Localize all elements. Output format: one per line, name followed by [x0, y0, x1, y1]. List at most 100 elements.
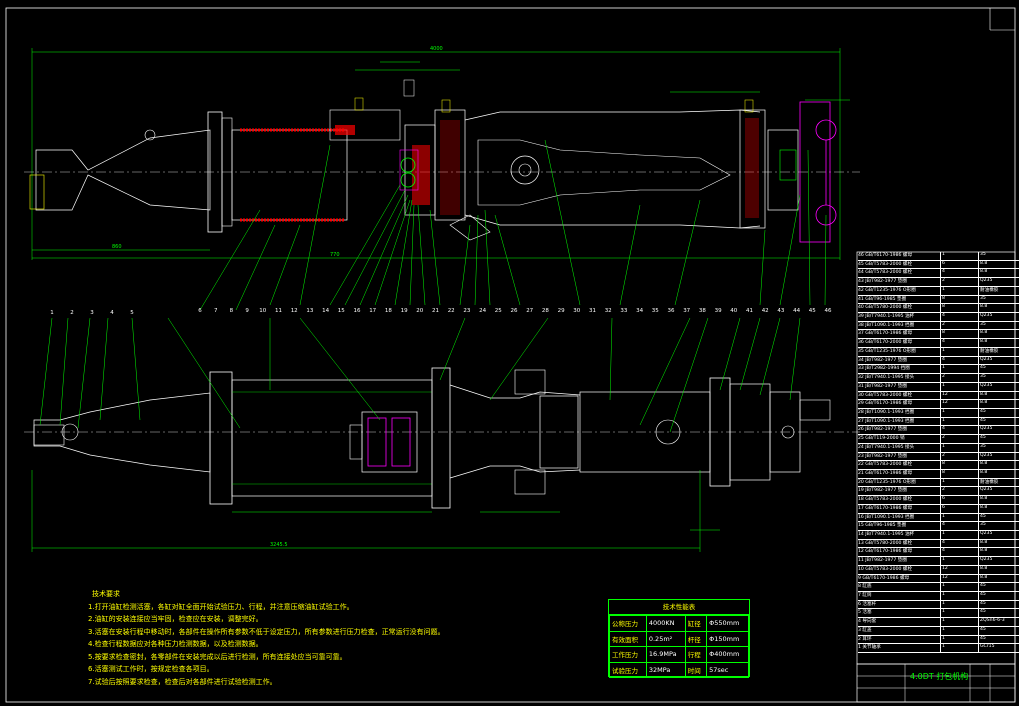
- bom-cell: 14 JB/T7940.1-1995 油杯: [858, 531, 941, 539]
- bom-cell: 1: [941, 618, 979, 626]
- bom-cell: 1: [941, 600, 979, 609]
- bom-cell: 8: [941, 304, 979, 313]
- param-value: 32MPa: [645, 661, 686, 678]
- bom-cell: 12: [941, 565, 979, 574]
- bom-cell: 38 JB/T1090.1-1993 挡圈: [858, 321, 941, 330]
- bom-cell: 35: [980, 443, 986, 449]
- bom-cell: 45: [980, 408, 986, 414]
- bom-cell: 8.8: [980, 504, 988, 510]
- part-label: 32: [605, 308, 612, 314]
- bom-cell: 8.8: [980, 400, 988, 406]
- bom-cell: 15 GB/T96-1985 垫圈: [858, 522, 941, 530]
- param-row: 试验压力 32MPa 时间 57sec: [609, 661, 749, 678]
- bom-cell: 21 GB/T6170-1986 螺母: [858, 469, 941, 478]
- dim-overall-bottom: 3245.5: [270, 542, 288, 548]
- bom-cell: 27 JB/T1090.1-1993 挡圈: [858, 417, 941, 426]
- bom-cell: 1: [941, 478, 979, 487]
- bom-cell: Q235: [980, 382, 993, 388]
- bom-cell: 2: [941, 452, 979, 461]
- bom-cell: 12: [941, 400, 979, 408]
- bom-cell: 2: [941, 487, 979, 496]
- bom-cell: 23 JB/T982-1977 垫圈: [858, 452, 941, 461]
- bom-cell: 6: [941, 504, 979, 513]
- bom-cell: 8.8: [980, 539, 988, 545]
- bom-cell: 29 GB/T6170-1986 螺母: [858, 400, 941, 408]
- part-label: 38: [699, 308, 706, 314]
- bom-cell: Q235: [980, 557, 993, 563]
- part-label: 42: [762, 308, 769, 314]
- bom-cell: 18 GB/T5783-2000 螺栓: [858, 496, 941, 504]
- part-label: 40: [730, 308, 737, 314]
- bom-cell: 2: [941, 278, 979, 286]
- bom-cell: 26 JB/T982-1977 垫圈: [858, 426, 941, 435]
- bom-cell: 8.8: [980, 496, 988, 502]
- param-row: 有效面积 0.25m² 杆径 Φ150mm: [609, 630, 749, 647]
- bom-cell: 35: [980, 522, 986, 528]
- bom-cell: 8.8: [980, 304, 988, 310]
- param-value: 0.25m²: [645, 630, 686, 647]
- bom-cell: 8: [941, 461, 979, 469]
- bom-cell: 25 GB/T119-2000 销: [858, 435, 941, 443]
- bom-cell: Q235: [980, 278, 993, 284]
- part-label: 41: [746, 308, 753, 314]
- bom-cell: 45: [980, 600, 986, 606]
- bom-cell: 4 导向套: [858, 618, 941, 626]
- bom-cell: 45: [980, 365, 986, 371]
- bom-cell: 45: [980, 417, 986, 423]
- bom-cell: 1: [941, 531, 979, 539]
- bom-cell: 43 JB/T982-1977 垫圈: [858, 278, 941, 286]
- param-value: 57sec: [706, 661, 749, 678]
- bom-cell: 3 缸盖: [858, 626, 941, 635]
- bom-cell: 45: [980, 592, 986, 598]
- part-label: 46: [825, 308, 832, 314]
- bom-cell: 12: [941, 391, 979, 400]
- note-item: 3.活塞在安装行程中移动时，各部件在操作所有参数不低于设定压力，所有参数进行压力…: [88, 627, 445, 636]
- part-label: 44: [793, 308, 800, 314]
- bom-cell: 30 GB/T5783-2000 螺栓: [858, 391, 941, 400]
- part-label: 39: [715, 308, 722, 314]
- bom-cell: 35: [980, 252, 986, 257]
- param-key: 缸径: [684, 615, 708, 632]
- bom-cell: 8.8: [980, 339, 988, 345]
- part-label: 19: [401, 308, 408, 314]
- bom-cell: 20 GB/T1235-1976 O形圈: [858, 478, 941, 487]
- part-label: 20: [416, 308, 423, 314]
- part-label: 45: [809, 308, 816, 314]
- bom-cell: 45: [980, 435, 986, 441]
- bom-cell: 45: [980, 583, 986, 589]
- bom-cell: Q235: [980, 452, 993, 458]
- part-label: 12: [291, 308, 298, 314]
- bom-cell: 8.8: [980, 574, 988, 580]
- technical-notes-title: 技术要求: [92, 590, 120, 598]
- bom-cell: 13 GB/T5780-2000 螺栓: [858, 539, 941, 548]
- bom-cell: 45: [980, 513, 986, 519]
- part-label: 28: [542, 308, 549, 314]
- bottom-plan-view: 3245.5: [24, 367, 860, 552]
- part-label: 24: [479, 308, 486, 314]
- part-label: 33: [620, 308, 627, 314]
- bom-cell: 8 缸底: [858, 583, 941, 592]
- bom-cell: 4: [941, 426, 979, 435]
- param-key: 行程: [684, 646, 708, 663]
- bom-cell: 1: [941, 609, 979, 618]
